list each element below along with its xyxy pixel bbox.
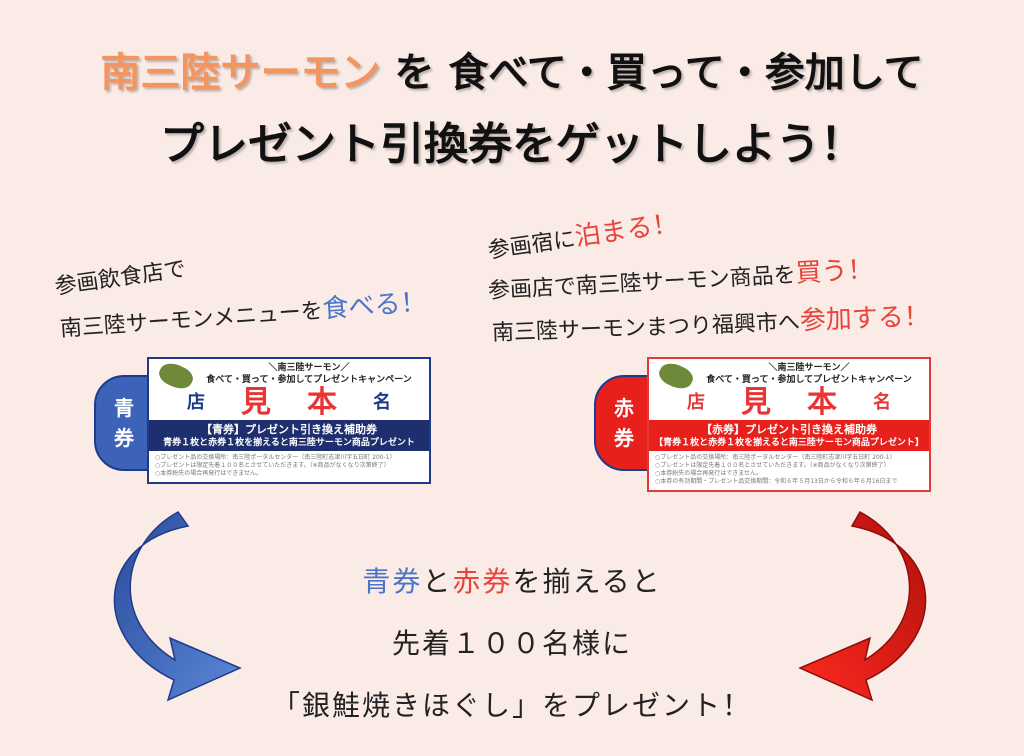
tab-char: 券 xyxy=(614,426,634,450)
band-subtitle: 【青券１枚と赤券１枚を揃えると南三陸サーモン商品プレゼント】 xyxy=(654,438,924,448)
store-label: 名 xyxy=(373,392,391,413)
caption-emphasis: 食べる！ xyxy=(321,287,428,325)
ticket-fine-print: ○プレゼント品の交換場所：南三陸ポータルセンター（南三陸町志津川字五日町 200… xyxy=(149,451,429,478)
caption-text: 南三陸サーモンメニューを xyxy=(59,298,324,342)
store-stamp-row: 店 見 本 名 xyxy=(649,386,929,420)
headline-line2: プレゼント引換券をゲットしよう！ xyxy=(160,119,864,170)
right-caption-line2: 参画店で南三陸サーモン商品を買う！ xyxy=(487,254,875,306)
sample-stamp: 見 xyxy=(741,385,771,420)
band-title: 【青券】プレゼント引き換え補助券 xyxy=(201,423,377,436)
fine-line: ○プレゼント品の交換場所：南三陸ポータルセンター（南三陸町志津川字五日町 200… xyxy=(155,454,396,461)
headline-line1: 南三陸サーモン を 食べて・買って・参加して xyxy=(0,40,1024,98)
blue-ticket-word: 青券 xyxy=(362,565,423,598)
store-label: 店 xyxy=(687,392,705,413)
band-subtitle: 青券１枚と赤券１枚を揃えると南三陸サーモン商品プレゼント xyxy=(163,438,415,448)
sample-stamp: 見 xyxy=(241,385,271,420)
left-caption-line2: 南三陸サーモンメニューを食べる！ xyxy=(59,287,428,344)
red-ticket: ＼南三陸サーモン／ 食べて・買って・参加してプレゼントキャンペーン 店 見 本 … xyxy=(647,357,931,492)
left-caption-line1: 参画飲食店で xyxy=(53,256,188,300)
caption-text: 南三陸サーモンまつり福興市へ xyxy=(491,310,801,346)
caption-emphasis: 買う！ xyxy=(794,254,875,289)
bottom-line1: 青券と赤券を揃えると xyxy=(0,560,1024,600)
tab-char: 券 xyxy=(114,426,134,450)
tab-char: 赤 xyxy=(614,396,634,420)
fine-line: ○プレゼントは限定先着１００名とさせていただきます。（※商品がなくなり次第終了） xyxy=(655,462,890,469)
caption-emphasis: 参加する！ xyxy=(799,301,931,337)
right-caption-line1: 参画宿に泊まる！ xyxy=(486,208,681,265)
headline-highlight: 南三陸サーモン xyxy=(100,50,381,96)
ticket-header: ＼南三陸サーモン／ xyxy=(768,363,850,373)
ticket-band: 【赤券】プレゼント引き換え補助券【青券１枚と赤券１枚を揃えると南三陸サーモン商品… xyxy=(649,420,929,451)
blue-ticket-tab: 青券 xyxy=(94,375,154,471)
bottom-text: を揃えると xyxy=(512,565,662,598)
bottom-line3: 「銀鮭焼きほぐし」をプレゼント！ xyxy=(271,689,752,722)
caption-text: 参画店で南三陸サーモン商品を xyxy=(487,262,797,304)
fine-line: ○本券紛失の場合再発行はできません。 xyxy=(655,470,763,477)
band-title: 【赤券】プレゼント引き換え補助券 xyxy=(701,423,877,436)
red-ticket-word: 赤券 xyxy=(452,565,513,598)
bottom-line2: 先着１００名様に xyxy=(391,627,632,660)
caption-emphasis: 泊まる！ xyxy=(572,208,681,253)
ticket-fine-print: ○プレゼント品の交換場所：南三陸ポータルセンター（南三陸町志津川字五日町 200… xyxy=(649,451,929,486)
tab-char: 青 xyxy=(114,396,134,420)
right-caption-line3: 南三陸サーモンまつり福興市へ参加する！ xyxy=(491,301,931,348)
fine-line: ○本券紛失の場合再発行はできません。 xyxy=(155,470,263,477)
store-label: 店 xyxy=(187,392,205,413)
fine-line: ○本券の有効期間・プレゼント品交換期間：令和６年５月13日から令和６年６月16日… xyxy=(655,478,898,485)
fine-line: ○プレゼント品の交換場所：南三陸ポータルセンター（南三陸町志津川字五日町 200… xyxy=(655,454,896,461)
ticket-band: 【青券】プレゼント引き換え補助券青券１枚と赤券１枚を揃えると南三陸サーモン商品プ… xyxy=(149,420,429,451)
sample-stamp: 本 xyxy=(307,385,337,420)
sample-stamp: 本 xyxy=(807,385,837,420)
ticket-campaign: 食べて・買って・参加してプレゼントキャンペーン xyxy=(206,375,412,385)
bottom-text: と xyxy=(422,565,453,598)
ticket-header: ＼南三陸サーモン／ xyxy=(268,363,350,373)
store-stamp-row: 店 見 本 名 xyxy=(149,386,429,420)
fine-line: ○プレゼントは限定先着１００名とさせていただきます。（※商品がなくなり次第終了） xyxy=(155,462,390,469)
blue-ticket: ＼南三陸サーモン／ 食べて・買って・参加してプレゼントキャンペーン 店 見 本 … xyxy=(147,357,431,484)
store-label: 名 xyxy=(873,392,891,413)
red-ticket-tab: 赤券 xyxy=(594,375,654,471)
ticket-campaign: 食べて・買って・参加してプレゼントキャンペーン xyxy=(706,375,912,385)
caption-text: 参画宿に xyxy=(486,226,577,264)
blue-arrow-icon xyxy=(113,511,242,702)
red-arrow-icon xyxy=(798,510,927,702)
headline-rest: を 食べて・買って・参加して xyxy=(380,50,924,96)
